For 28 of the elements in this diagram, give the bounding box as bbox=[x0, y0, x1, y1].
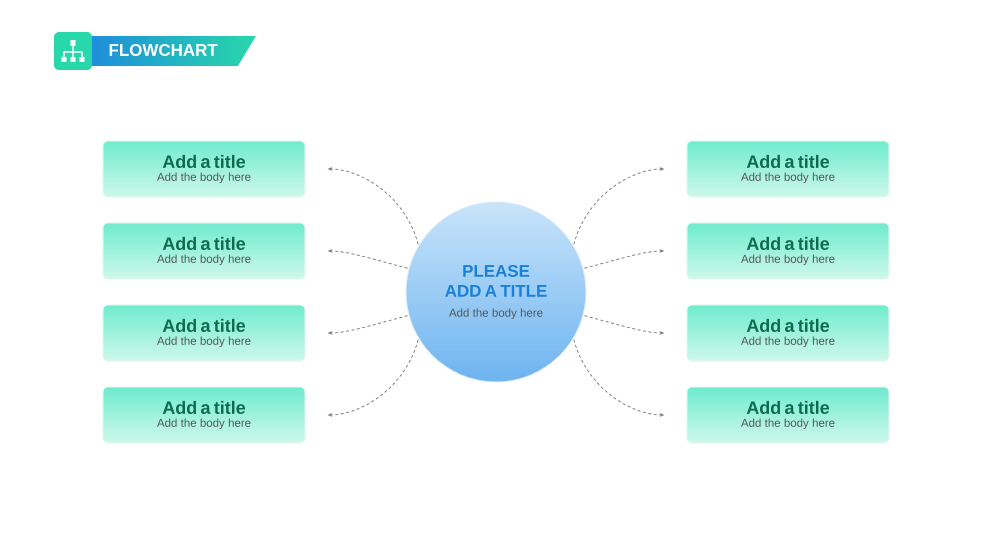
center-circle bbox=[406, 201, 586, 382]
box-title: Add a title bbox=[162, 318, 246, 332]
box-body: Add the body here bbox=[741, 418, 834, 430]
box-title: Add a title bbox=[162, 236, 246, 250]
title-box bbox=[686, 140, 890, 198]
box-body: Add the body here bbox=[157, 172, 250, 184]
box-title: Add a title bbox=[746, 236, 830, 250]
circle-body: Add the body here bbox=[449, 308, 542, 320]
box-title: Add a title bbox=[746, 154, 830, 168]
title-box bbox=[686, 386, 890, 444]
box-title: Add a title bbox=[162, 400, 246, 414]
box-title: Add a title bbox=[746, 318, 830, 332]
title-box bbox=[102, 222, 306, 280]
box-body: Add the body here bbox=[157, 336, 250, 348]
box-body: Add the body here bbox=[157, 418, 250, 430]
title-box bbox=[102, 140, 306, 198]
box-body: Add the body here bbox=[741, 336, 834, 348]
circle-title: PLEASE ADD A TITLE bbox=[445, 264, 547, 297]
box-title: Add a title bbox=[162, 154, 246, 168]
box-body: Add the body here bbox=[157, 254, 250, 266]
title-box bbox=[686, 222, 890, 280]
box-title: Add a title bbox=[746, 400, 830, 414]
box-body: Add the body here bbox=[741, 254, 834, 266]
title-box bbox=[686, 304, 890, 362]
box-body: Add the body here bbox=[741, 172, 834, 184]
title: FLOWCHART bbox=[110, 44, 218, 56]
title-box bbox=[102, 386, 306, 444]
title-box bbox=[102, 304, 306, 362]
